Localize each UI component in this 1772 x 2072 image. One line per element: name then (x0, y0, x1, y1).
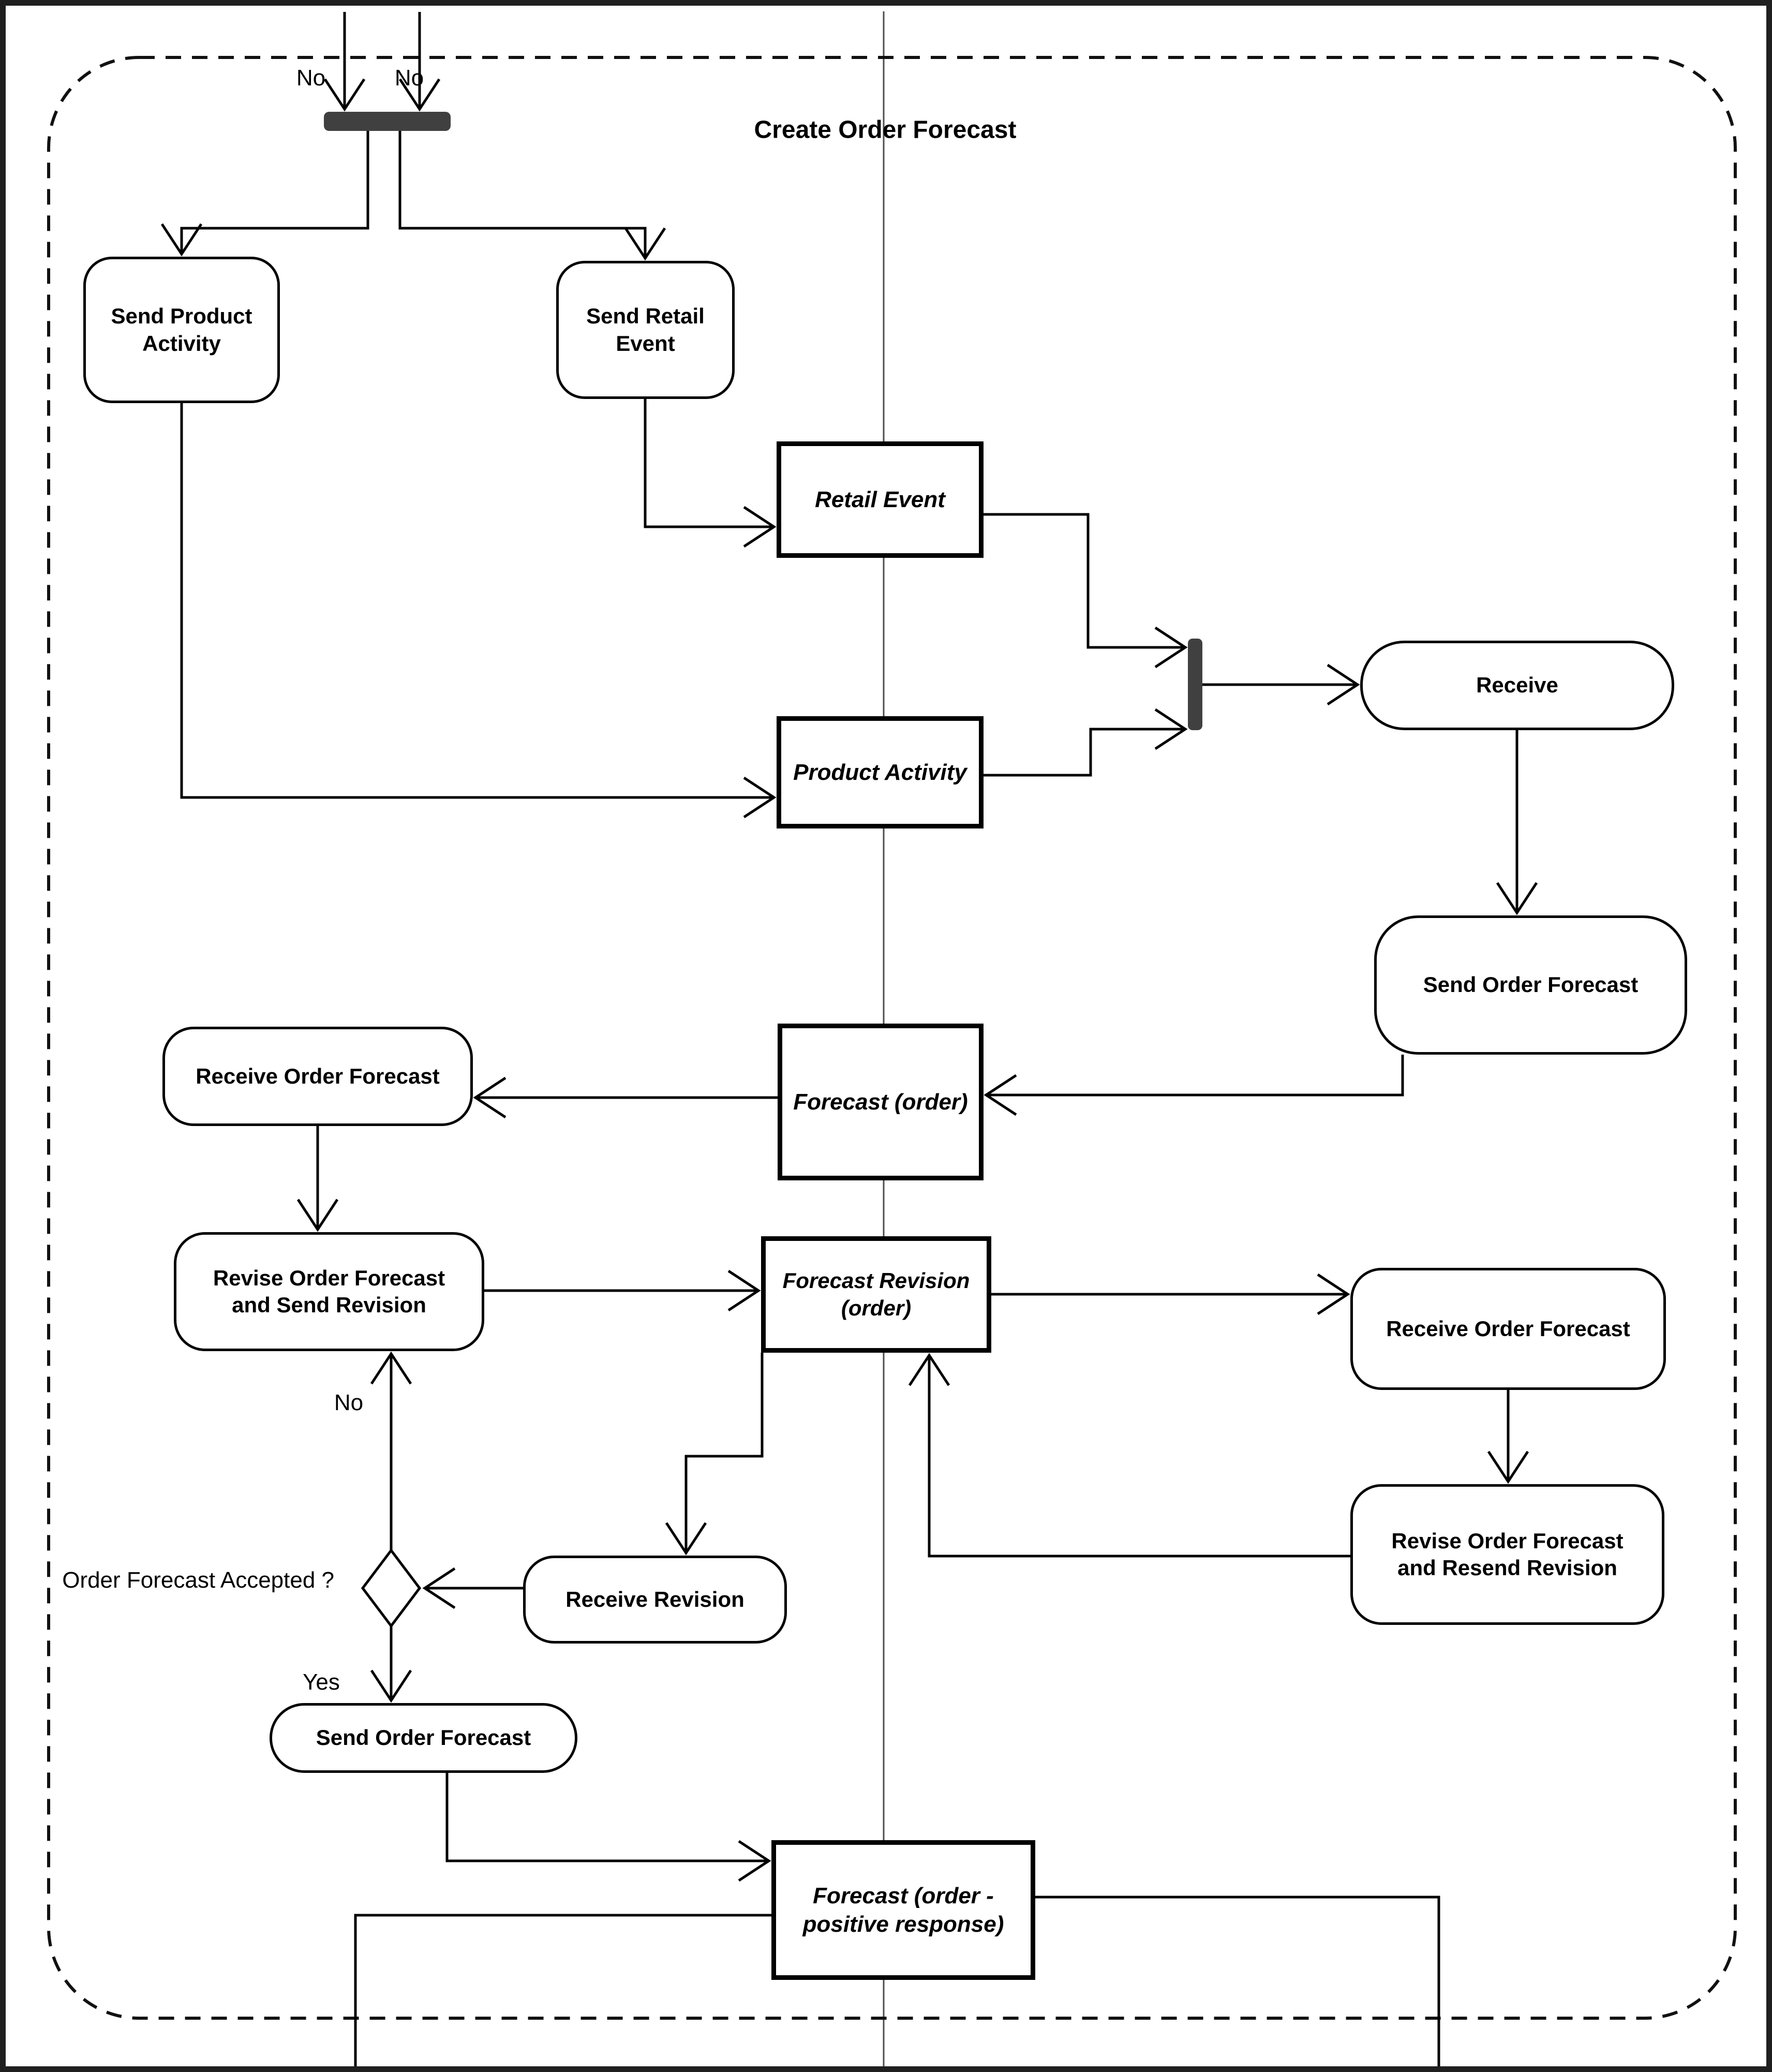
edge-revise-resend-to-forecast-revision (908, 1353, 1350, 1558)
edge-send-retail-event-to-retail-event (644, 399, 777, 548)
node-revise-order-forecast-send: Revise Order Forecast and Send Revision (174, 1232, 484, 1351)
label-decision-question: Order Forecast Accepted ? (62, 1567, 334, 1593)
node-forecast-revision-order: Forecast Revision (order) (761, 1236, 991, 1353)
node-label: Send Order Forecast (316, 1725, 531, 1750)
edge-send-product-activity-to-product-activity (180, 403, 777, 819)
node-send-order-forecast-bottom: Send Order Forecast (270, 1703, 577, 1773)
connector-layer (47, 11, 1737, 2066)
node-label: Forecast (order) (793, 1089, 968, 1115)
edge-send-of-to-forecast-positive (445, 1773, 771, 1882)
node-label: Send Order Forecast (1423, 972, 1639, 997)
edges (160, 12, 1538, 2066)
node-label: Receive Order Forecast (1386, 1316, 1630, 1341)
edge-product-activity-to-join-bar (984, 708, 1188, 777)
node-forecast-order: Forecast (order) (778, 1024, 984, 1180)
edge-forecast-revision-to-receive-revision (665, 1353, 764, 1556)
node-retail-event: Retail Event (777, 441, 984, 558)
node-receive-order-forecast-left: Receive Order Forecast (162, 1027, 473, 1126)
node-send-retail-event: Send Retail Event (556, 261, 735, 399)
node-label: Revise Order Forecast and Resend Revisio… (1391, 1528, 1624, 1580)
node-label: Retail Event (815, 487, 945, 512)
node-label: Receive Revision (565, 1587, 744, 1611)
node-label: Send Product Activity (111, 304, 252, 356)
label-decision-no: No (334, 1390, 364, 1415)
edge-send-order-forecast-to-forecast-order (984, 1055, 1404, 1116)
label-no-entry-left: No (296, 65, 326, 91)
edge-fork-to-send-retail-event (398, 131, 666, 261)
label-no-entry-right: No (394, 65, 424, 91)
node-send-product-activity: Send Product Activity (83, 257, 280, 403)
dashed-frame (47, 56, 1737, 2020)
node-revise-order-forecast-resend: Revise Order Forecast and Resend Revisio… (1350, 1484, 1664, 1625)
node-label: Forecast Revision (order) (782, 1268, 970, 1320)
node-label: Send Retail Event (586, 304, 705, 356)
edge-forecast-positive-exit-right (1035, 1896, 1440, 2066)
frame-title: Create Order Forecast (754, 116, 1017, 144)
edge-fork-to-send-product-activity (160, 131, 369, 257)
node-receive-revision: Receive Revision (523, 1556, 787, 1644)
node-label: Receive (1476, 673, 1558, 698)
node-receive-order-forecast-right: Receive Order Forecast (1350, 1268, 1666, 1390)
edge-forecast-positive-exit-left (354, 1914, 771, 2066)
node-label: Receive Order Forecast (196, 1063, 440, 1088)
decision-diamond (361, 1548, 422, 1629)
node-label: Revise Order Forecast and Send Revision (213, 1265, 445, 1318)
edge-retail-event-to-join-bar (984, 513, 1188, 669)
node-send-order-forecast-right: Send Order Forecast (1374, 915, 1687, 1055)
join-bar (1188, 639, 1202, 730)
node-label: Forecast (order - positive response) (802, 1883, 1004, 1937)
node-receive: Receive (1360, 641, 1674, 730)
node-label: Product Activity (793, 760, 967, 785)
node-forecast-order-positive-response: Forecast (order - positive response) (771, 1840, 1035, 1980)
node-product-activity: Product Activity (777, 716, 984, 828)
label-decision-yes: Yes (303, 1669, 340, 1695)
fork-bar (324, 112, 451, 131)
